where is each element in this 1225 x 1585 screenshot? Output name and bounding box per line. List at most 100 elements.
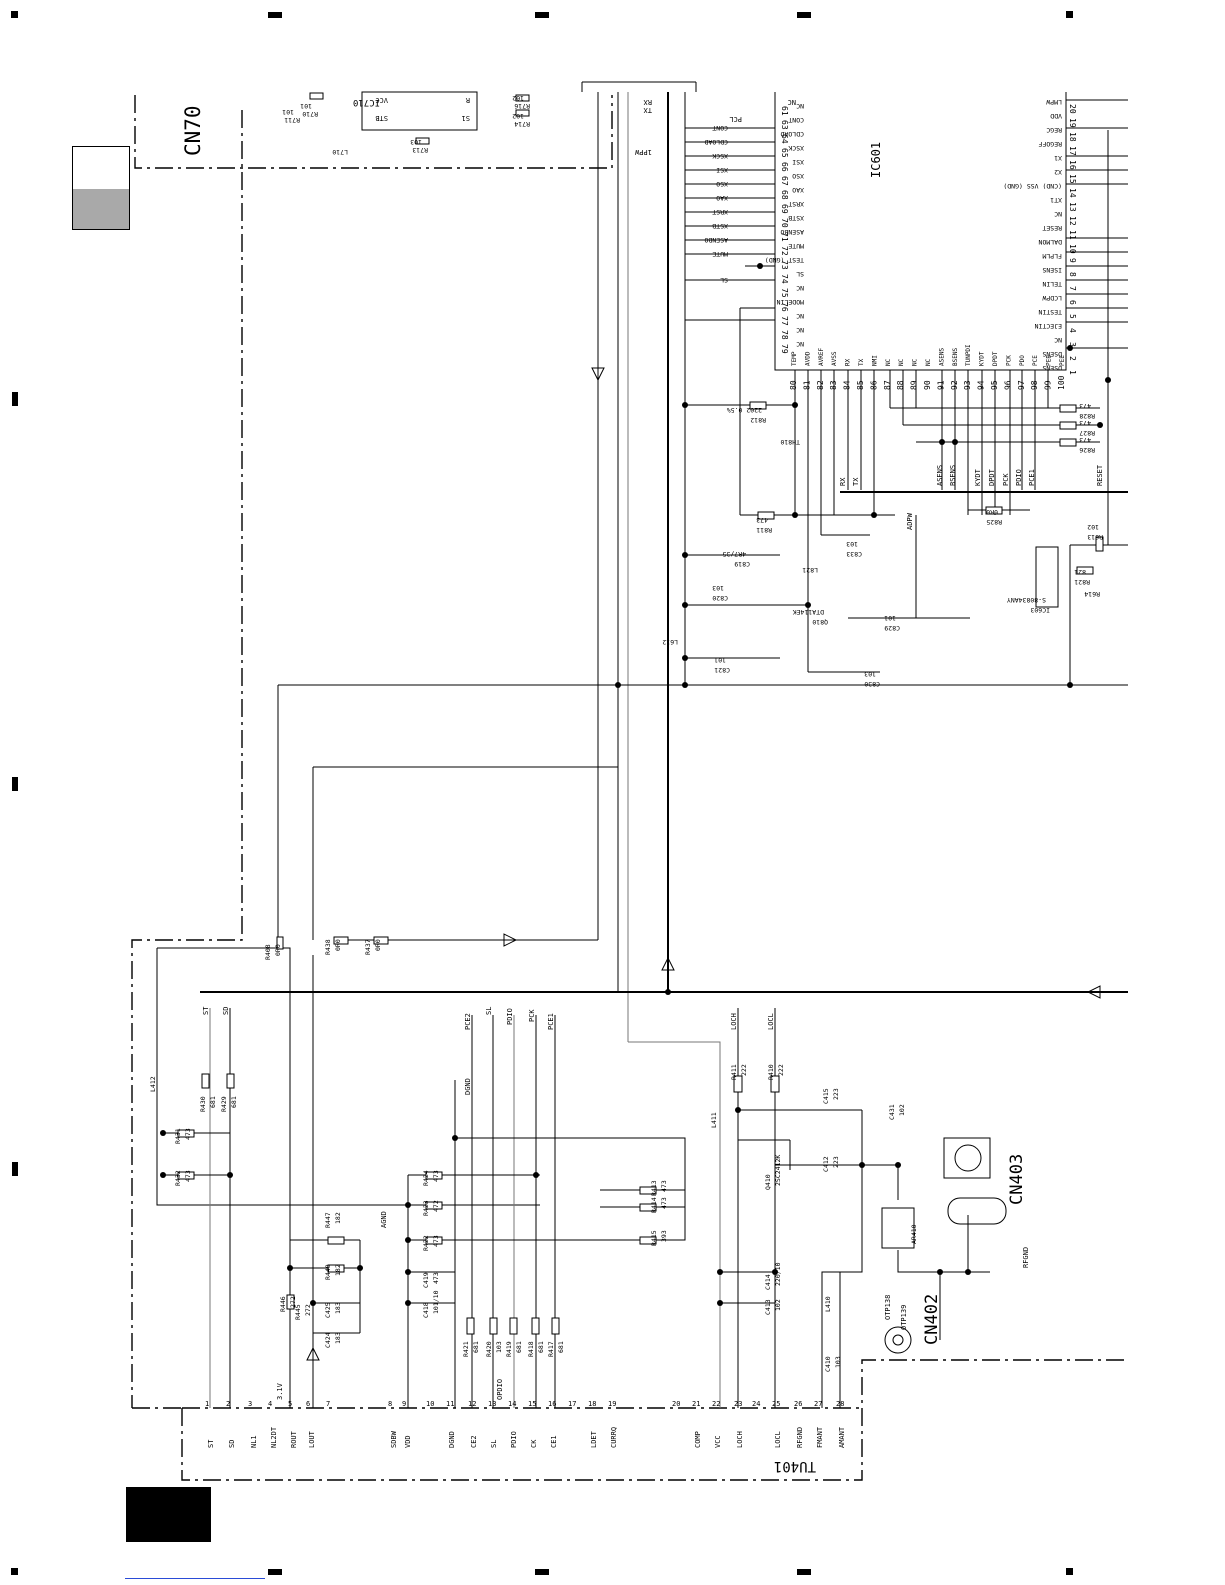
component-ref: R825 (986, 518, 1002, 526)
ic601-pin-name: PCE (1032, 355, 1039, 366)
ic601-pin-name: DSENS (1042, 350, 1062, 358)
component-ref: R437 (364, 939, 372, 955)
ic601-pin-name: SL (796, 270, 804, 278)
bus-net-label: XRST (712, 208, 728, 216)
tu401-pin-name: CE1 (550, 1435, 558, 1448)
ic601-pin-name: XRST (788, 200, 804, 208)
signal-label: PDIO (1015, 469, 1023, 486)
component-value: 473 (184, 1128, 192, 1140)
tu401-boundary (181, 1359, 1128, 1481)
component-value: 2202 0.5% (727, 406, 762, 414)
ic601-pin-number: 97 (1017, 380, 1026, 390)
tu401-pin-number: 6 (306, 1400, 310, 1408)
component-ref: R424 (422, 1170, 430, 1186)
component-value: 102 (898, 1104, 906, 1116)
component-value: 681 (537, 1341, 545, 1353)
ic601-pin-number: 15 (1068, 174, 1077, 184)
ic601-pin-name: MODELIN (777, 298, 804, 306)
ic601-pin-name: (CND) VSS (GND) (1003, 182, 1062, 190)
component-ref: R421 (462, 1341, 470, 1357)
component-ref: R418 (527, 1341, 535, 1357)
tu401-pin-name: RFGND (796, 1427, 804, 1448)
component-value: 183 (334, 1332, 342, 1344)
tu401-pin-number: 10 (426, 1400, 434, 1408)
signal-label: PDIO (506, 1008, 514, 1025)
signal-label: DGND (464, 1078, 472, 1095)
component-ref: R812 (750, 416, 766, 424)
signal-label: LOCL (767, 1013, 775, 1030)
signal-label: LOCH (730, 1013, 738, 1030)
tu401-pin-name: VCC (714, 1435, 722, 1448)
tu401-pin-number: 27 (814, 1400, 822, 1408)
signal-label: PCE1 (1028, 469, 1036, 486)
component-ref: R422 (422, 1235, 430, 1251)
signal-label: ADPW (906, 512, 914, 530)
ic601-pin-name: LMPW (1046, 98, 1062, 106)
tu401-pin-name: SD (228, 1440, 236, 1448)
component-value: 103 (410, 138, 422, 146)
ic601-pin-name: LCDPW (1042, 294, 1062, 302)
ic601-pin-name: AVDD (804, 351, 811, 366)
ic601-pin-name: FLPLM (1042, 252, 1062, 260)
tuner-signal-lines (209, 1008, 556, 1408)
corner-mark (1066, 1568, 1073, 1575)
ic601-pin-number: 19 (1068, 118, 1077, 128)
signal-label: RESET (1096, 464, 1104, 486)
ic601-pin-number: 16 (1068, 160, 1077, 170)
grid-tick (535, 1569, 549, 1575)
tu401-pin-number: 14 (508, 1400, 516, 1408)
tu401-pin-name: COMP (694, 1431, 702, 1448)
component-ref: C413 (764, 1299, 772, 1315)
ic601-pin-number: 90 (923, 380, 932, 390)
ic601-top-stubs (794, 370, 1049, 672)
ic601-pin-name: TX (858, 358, 865, 366)
cn70-boundary (134, 95, 613, 169)
ic601-pin-name: DALMON (1038, 238, 1062, 246)
wire (156, 948, 540, 1206)
component-ref: R448 (324, 1264, 332, 1280)
ic601-pin-number: 68 (780, 190, 789, 200)
component-ref: R827 (1079, 429, 1095, 437)
component-value: 0R0 (274, 944, 282, 956)
signal-label: RX (839, 477, 847, 486)
component-ref: L612 (662, 638, 678, 646)
signal-label: BSENS (949, 465, 957, 486)
signal-label: TX (852, 477, 860, 486)
component-ref: R423 (422, 1200, 430, 1216)
component-ref: R716 (514, 102, 530, 110)
ic601-pin-name: PEE (1059, 355, 1066, 366)
ic601-pin-name: CONT (788, 116, 804, 124)
signal-label: OPDIO (496, 1379, 504, 1400)
bus-net-label: XSTB (712, 222, 728, 230)
wire (628, 1041, 721, 1408)
dashed-board-boundary (131, 110, 243, 1408)
component-ref: R713 (412, 146, 428, 154)
ic601-pin-number: 93 (963, 380, 972, 390)
ic601-pin-number: 89 (910, 380, 919, 390)
signal-label: DPDT (988, 468, 996, 486)
ic601-pin-number: 66 (780, 162, 789, 172)
component-ref: R413 (650, 1180, 658, 1196)
grid-tick (797, 12, 811, 18)
ic601-pin-name: NC (925, 358, 932, 366)
component-ref: C820 (712, 594, 728, 602)
tu401-pin-name: LDET (590, 1430, 598, 1448)
component-value: 472 (432, 1200, 440, 1212)
grid-tick (12, 392, 18, 406)
tu401-pin-number: 8 (388, 1400, 392, 1408)
tu401-pin-name: AMANT (838, 1426, 846, 1448)
net-label: 1PPW (634, 148, 652, 156)
signal-label: PCE2 (464, 1013, 472, 1030)
arrow-indicator (661, 956, 675, 971)
bus-net-label: CDLOAD (704, 138, 728, 146)
tu401-pin-number: 2 (226, 1400, 230, 1408)
ic601-left-stubs (685, 127, 775, 321)
bus-net-label: ASENBO (704, 236, 728, 244)
ic601-pin-number: 8 (1068, 272, 1077, 277)
resistor-symbols (177, 92, 1104, 1335)
component-ref: C833 (846, 550, 862, 558)
tu401-pin-number: 18 (588, 1400, 596, 1408)
